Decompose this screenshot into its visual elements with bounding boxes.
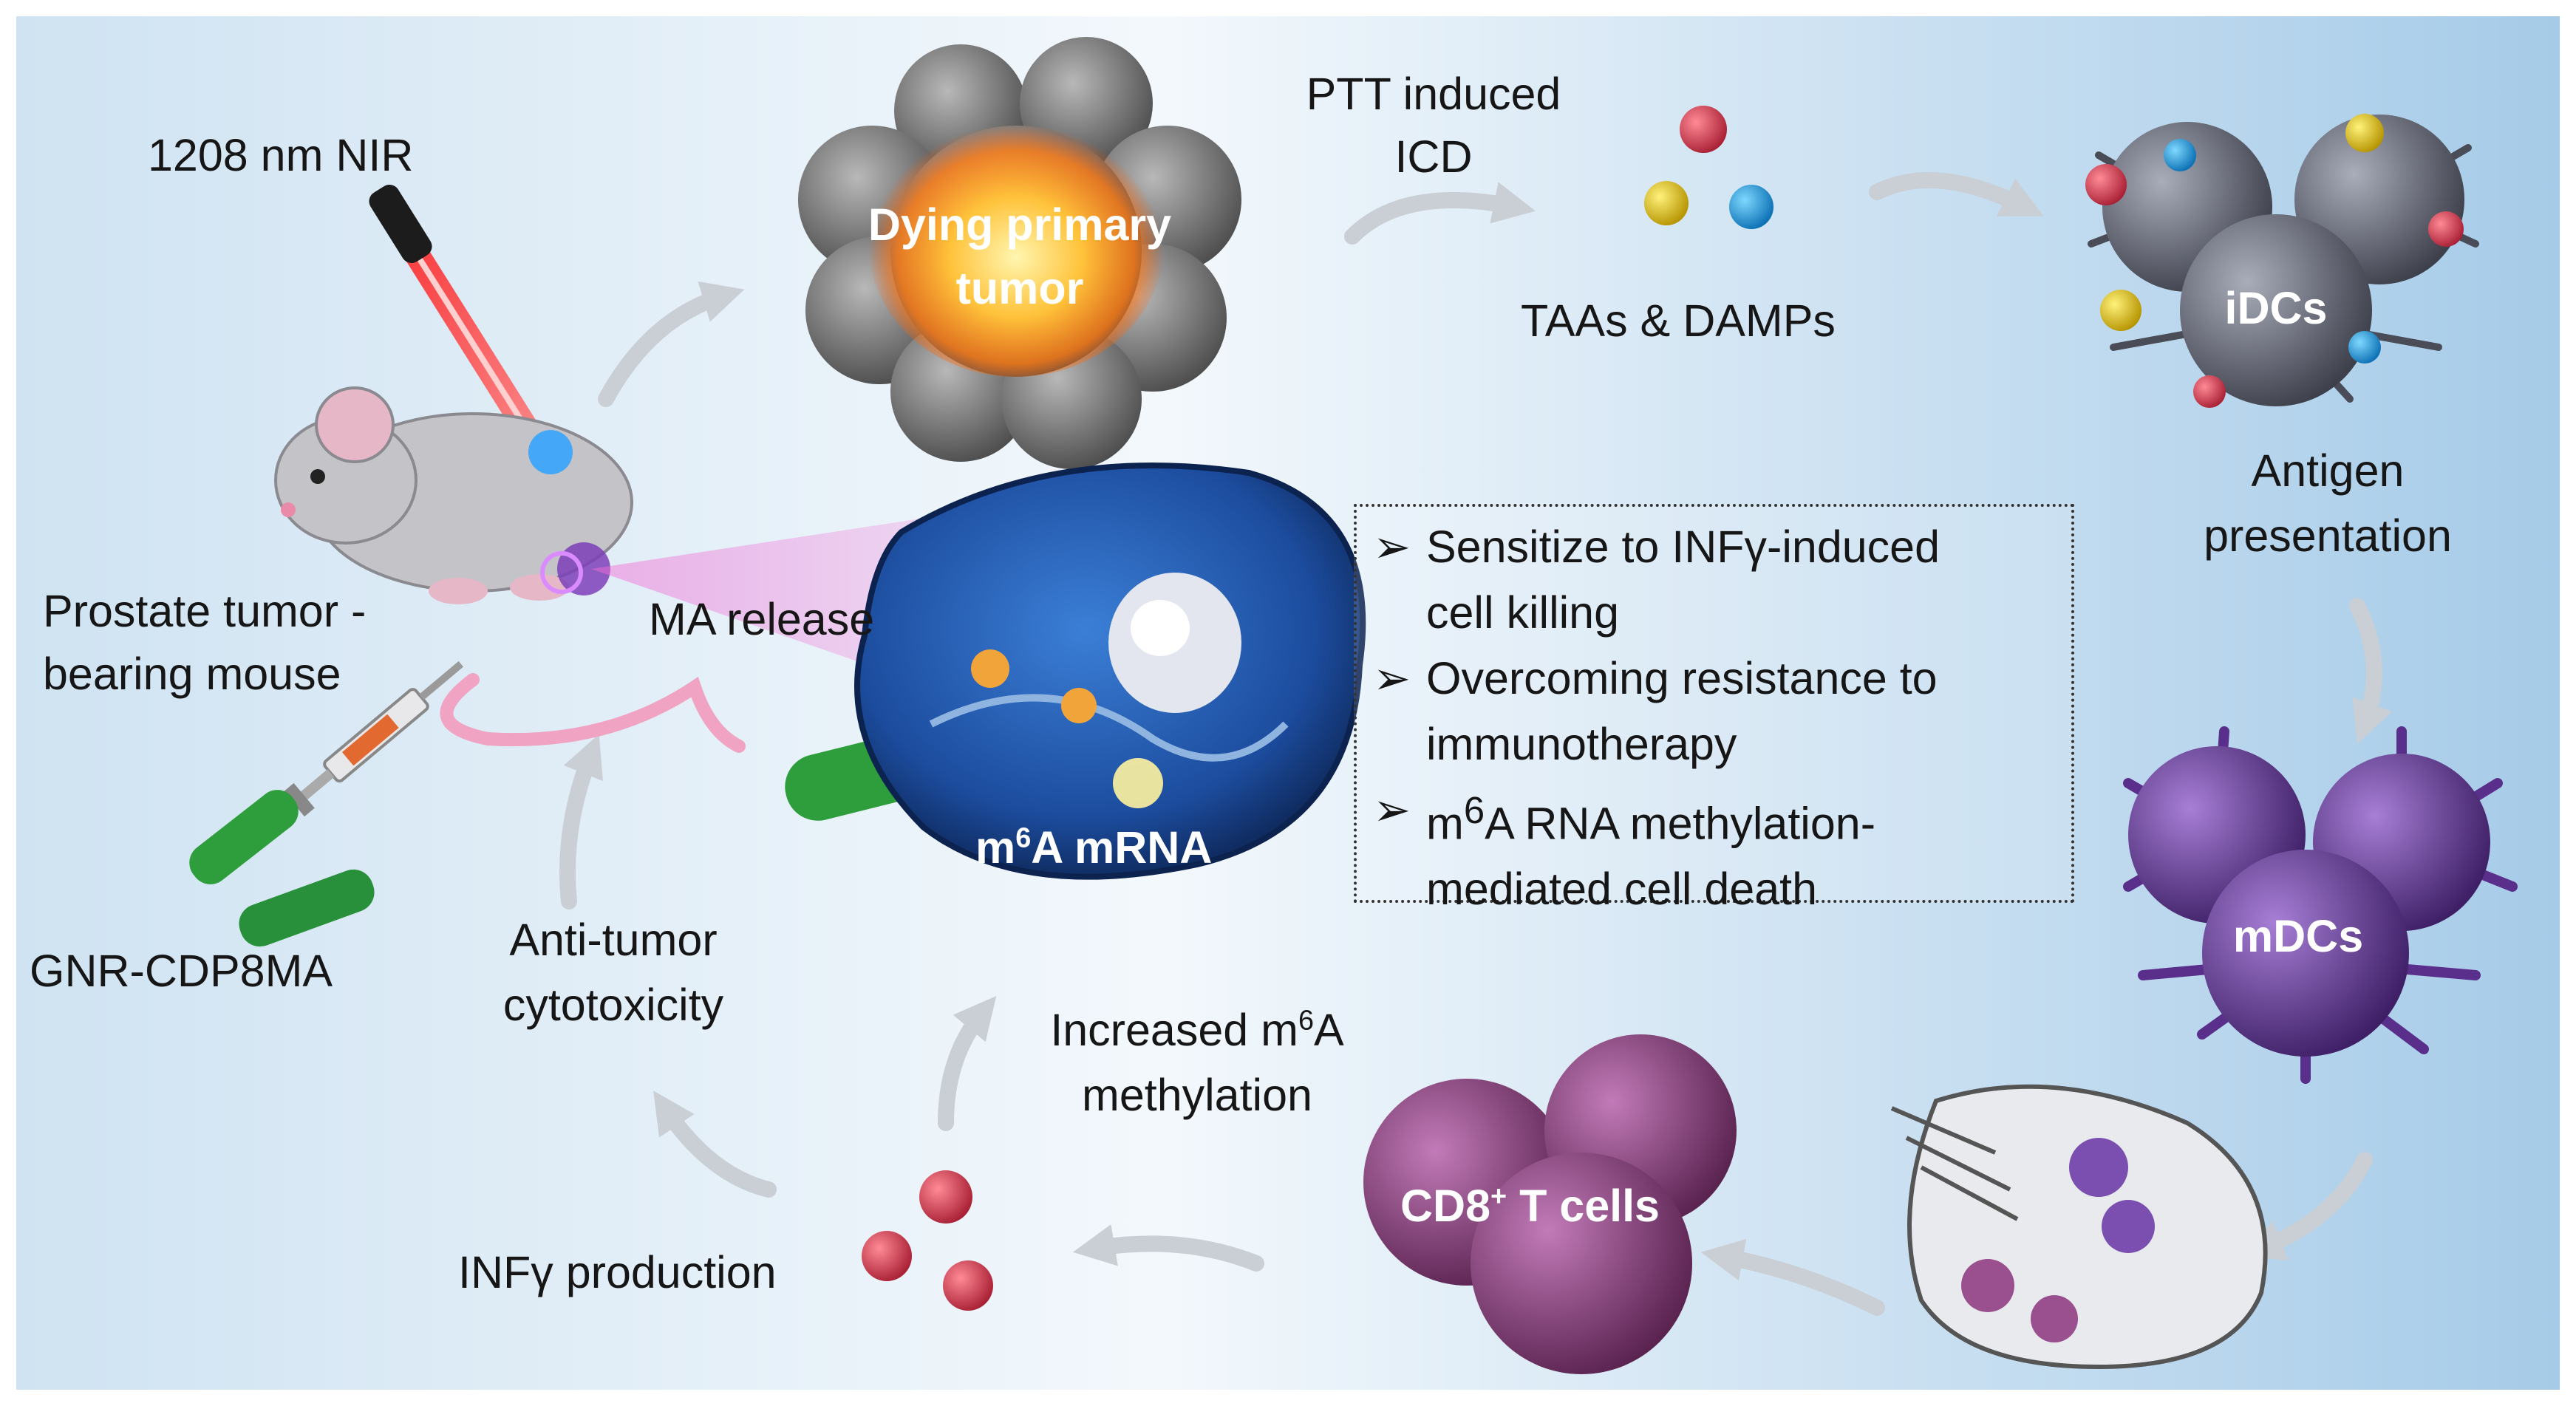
arrow-mouse-to-tumor [598,281,745,407]
mouse-label-line2: bearing mouse [43,649,341,699]
m6a-mrna-rest: A mRNA [1031,822,1213,873]
mouse-label-line1: Prostate tumor - [43,586,367,636]
taas-damps-label: TAAs & DAMPs [1521,296,1836,346]
arrow-bullet-icon: ➢ [1373,653,1411,703]
effect-3-m: m [1426,798,1464,849]
antitumor-label-line1: Anti-tumor [509,915,718,965]
effect-3-line2: mediated cell death [1426,864,1818,915]
arrow-antigens-to-idcs [1869,172,2044,216]
arrow-infg-to-cytotoxicity [653,1091,777,1198]
effect-2-line1: Overcoming resistance to [1426,653,1938,703]
cytokine-icon [862,1170,993,1311]
effect-item-1: ➢ Sensitize to INFγ-induced cell killing [1373,514,2055,646]
effect-3-sup: 6 [1463,789,1485,831]
cd8-suffix: T cells [1507,1181,1660,1231]
infg-production-label: INFγ production [458,1247,777,1297]
mouse-icon [274,386,746,753]
cd8-label: CD8+ T cells [1400,1175,1660,1237]
arrow-lymph-to-tcells [1700,1238,1885,1316]
gnr-label: GNR-CDP8MA [30,946,333,996]
effect-3-rest: A RNA methylation- [1485,798,1876,849]
tumor-icon [798,37,1241,469]
arrow-bullet-icon: ➢ [1373,785,1411,835]
dying-tumor-label-line1: Dying primary [868,199,1172,250]
effect-1-line2: cell killing [1426,587,1620,638]
syringe-icon [283,661,464,817]
arrow-mdcs-to-lymph [2241,1152,2373,1260]
nir-label: 1208 nm NIR [148,130,414,180]
idcs-label: iDCs [2224,283,2328,333]
increased-prefix: Increased m [1050,1005,1298,1055]
dying-tumor-label-line2: tumor [955,263,1084,313]
effect-2-line2: immunotherapy [1426,719,1737,769]
effects-box: ➢ Sensitize to INFγ-induced cell killing… [1354,504,2074,914]
effect-item-2: ➢ Overcoming resistance to immunotherapy [1373,646,2055,777]
increased-label-line2: methylation [1082,1070,1312,1120]
effect-1-line1: Sensitize to INFγ-induced [1426,522,1940,572]
antigen-label-line1: Antigen [2251,446,2405,496]
flow-arrows [559,172,2392,1316]
arrow-cytotoxicity-to-mouse [559,734,603,910]
arrow-tumor-to-antigens [1344,182,1536,245]
ptt-label-line2: ICD [1394,132,1473,182]
arrow-bullet-icon: ➢ [1373,522,1411,572]
antigen-label-line2: presentation [2204,511,2452,561]
m6a-mrna-sup: 6 [1015,822,1032,854]
increased-suffix: A [1314,1005,1344,1055]
increased-sup: 6 [1298,1005,1314,1037]
cd8-prefix: CD8 [1400,1181,1491,1231]
ptt-label-line1: PTT induced [1306,69,1561,119]
ma-release-label: MA release [649,594,875,644]
m6a-mrna-m: m [975,822,1016,873]
m6a-mrna-label: m6A mRNA [975,816,1212,878]
antigen-particle-icon [1644,106,1773,229]
effect-3-line1: m6A RNA methylation- [1426,777,2055,856]
antitumor-label-line2: cytotoxicity [502,980,724,1030]
arrow-infg-to-methylation [938,996,997,1131]
increased-label-line1: Increased m6A [990,999,1404,1061]
cancer-cell-icon [854,463,1366,880]
arrow-tcells-to-infg [1072,1224,1264,1272]
cd8-sup: + [1490,1181,1507,1212]
effect-item-3: ➢ m6A RNA methylation- mediated cell dea… [1373,777,2055,922]
t-cell-icon [1363,1034,1737,1374]
mdcs-label: mDCs [2232,911,2364,961]
lymph-node-icon [1890,1084,2268,1370]
arrow-idcs-to-mdcs [2349,598,2392,744]
